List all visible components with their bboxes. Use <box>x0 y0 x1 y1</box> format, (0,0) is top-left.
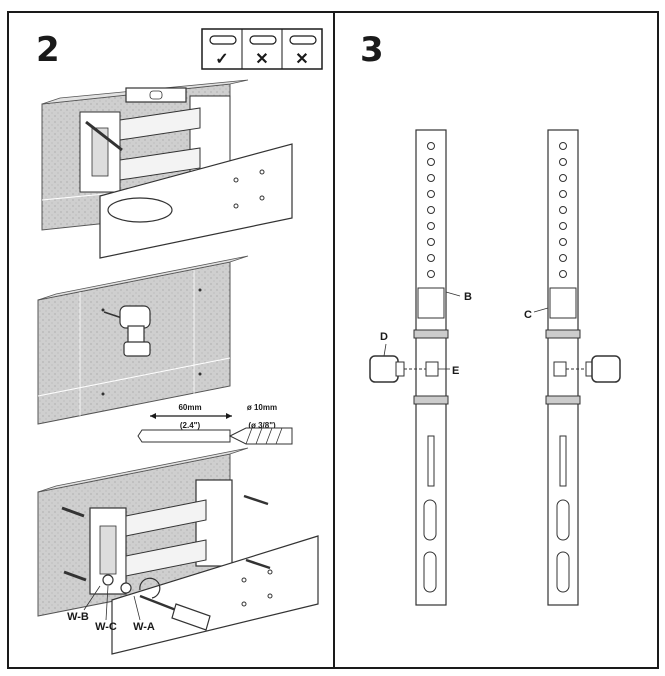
power-drill-icon <box>103 305 151 357</box>
washer-icon <box>102 574 114 586</box>
knob-d-icon <box>369 355 405 383</box>
drill-diameter-label: ø 10mm <box>247 403 277 412</box>
step-3-number: 3 <box>360 30 384 70</box>
lag-screw-icon <box>243 494 269 506</box>
label-d: D <box>380 331 388 343</box>
cross-mark: ✕ <box>255 51 268 68</box>
level-check-box: ✓ ✕ ✕ <box>201 28 323 70</box>
label-e: E <box>452 365 459 377</box>
tv-arm-left: B D E <box>369 129 472 606</box>
step-2-number: 2 <box>36 30 60 70</box>
drill-diameter-inch-label: (ø 3/8") <box>248 421 276 430</box>
washer-icon <box>120 582 132 594</box>
label-w-a: W-A <box>133 621 155 633</box>
label-w-c: W-C <box>95 621 117 633</box>
pencil-icon <box>85 120 123 152</box>
knob-icon <box>585 355 621 383</box>
level-vial-icon <box>249 35 277 45</box>
label-b: B <box>464 291 472 303</box>
drill-depth-inch-label: (2.4") <box>180 421 201 430</box>
drill-bit-shaft-icon <box>137 429 231 443</box>
check-mark: ✓ <box>215 51 228 68</box>
mount-bracket-illustration: W-B W-C W-A <box>37 447 319 655</box>
drill-wall-illustration: 60mm (2.4") ø 10mm (ø 3/8") <box>37 255 293 445</box>
cross-mark: ✕ <box>295 51 308 68</box>
level-vial-icon <box>209 35 237 45</box>
bolt-icon <box>553 361 567 377</box>
label-c: C <box>524 309 532 321</box>
spirit-level-icon <box>125 87 187 103</box>
level-vial-icon <box>289 35 317 45</box>
label-w-b: W-B <box>67 611 89 623</box>
anchor-icon <box>63 570 87 582</box>
lag-screw-icon <box>245 558 271 570</box>
screwdriver-icon <box>139 594 211 631</box>
drill-depth-label: 60mm <box>178 403 201 412</box>
tv-arm-right: C <box>524 129 621 606</box>
anchor-icon <box>61 506 85 518</box>
rotate-arrow-icon <box>139 577 161 599</box>
drill-bit-icon <box>228 427 293 445</box>
wall-bracket-level-illustration <box>41 79 293 259</box>
bolt-e-icon <box>425 361 439 377</box>
